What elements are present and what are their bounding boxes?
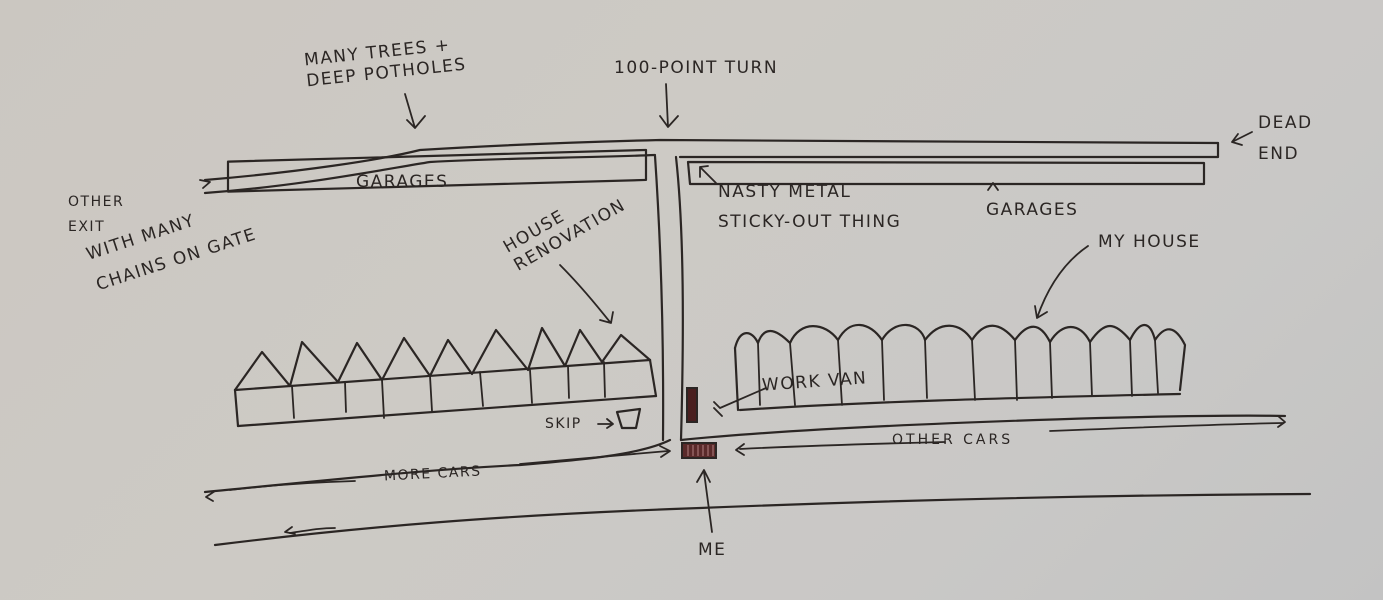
garages-right-block bbox=[686, 160, 1206, 186]
garages-right-arrow-icon bbox=[987, 182, 999, 191]
work-van-arrow-icon bbox=[713, 387, 767, 417]
main-road bbox=[199, 179, 1312, 547]
left-houses-row bbox=[233, 326, 658, 428]
my-car-icon bbox=[681, 442, 717, 459]
my-house-arrow-icon bbox=[1034, 245, 1089, 319]
label-me: Me bbox=[698, 540, 727, 560]
label-dead-end: Dead end bbox=[1258, 113, 1313, 164]
top-lane bbox=[203, 138, 1220, 195]
dead-end-arrow-icon bbox=[1231, 131, 1253, 146]
me-arrow-icon bbox=[696, 469, 713, 533]
nasty-metal-arrow-icon bbox=[699, 165, 717, 184]
right-houses-row bbox=[733, 323, 1187, 412]
label-garages-left: Garages bbox=[356, 172, 449, 192]
label-nasty-metal-thing: Nasty metal sticky-out thing bbox=[718, 182, 902, 232]
vertical-road bbox=[653, 154, 684, 442]
point-turn-arrow-icon bbox=[659, 83, 679, 128]
potholes-arrow-icon bbox=[404, 93, 426, 129]
label-my-house: My house bbox=[1098, 232, 1201, 252]
label-other-cars: Other cars bbox=[892, 432, 1014, 448]
label-garages-right: Garages bbox=[986, 200, 1079, 220]
work-van-icon bbox=[686, 387, 698, 423]
label-100-point-turn: 100-point turn bbox=[614, 58, 779, 78]
garages-left-block bbox=[226, 148, 648, 193]
skip-icon bbox=[615, 407, 642, 430]
renovation-arrow-icon bbox=[559, 264, 614, 324]
label-other-exit: Other exit bbox=[68, 194, 125, 236]
label-skip: Skip bbox=[545, 416, 582, 432]
